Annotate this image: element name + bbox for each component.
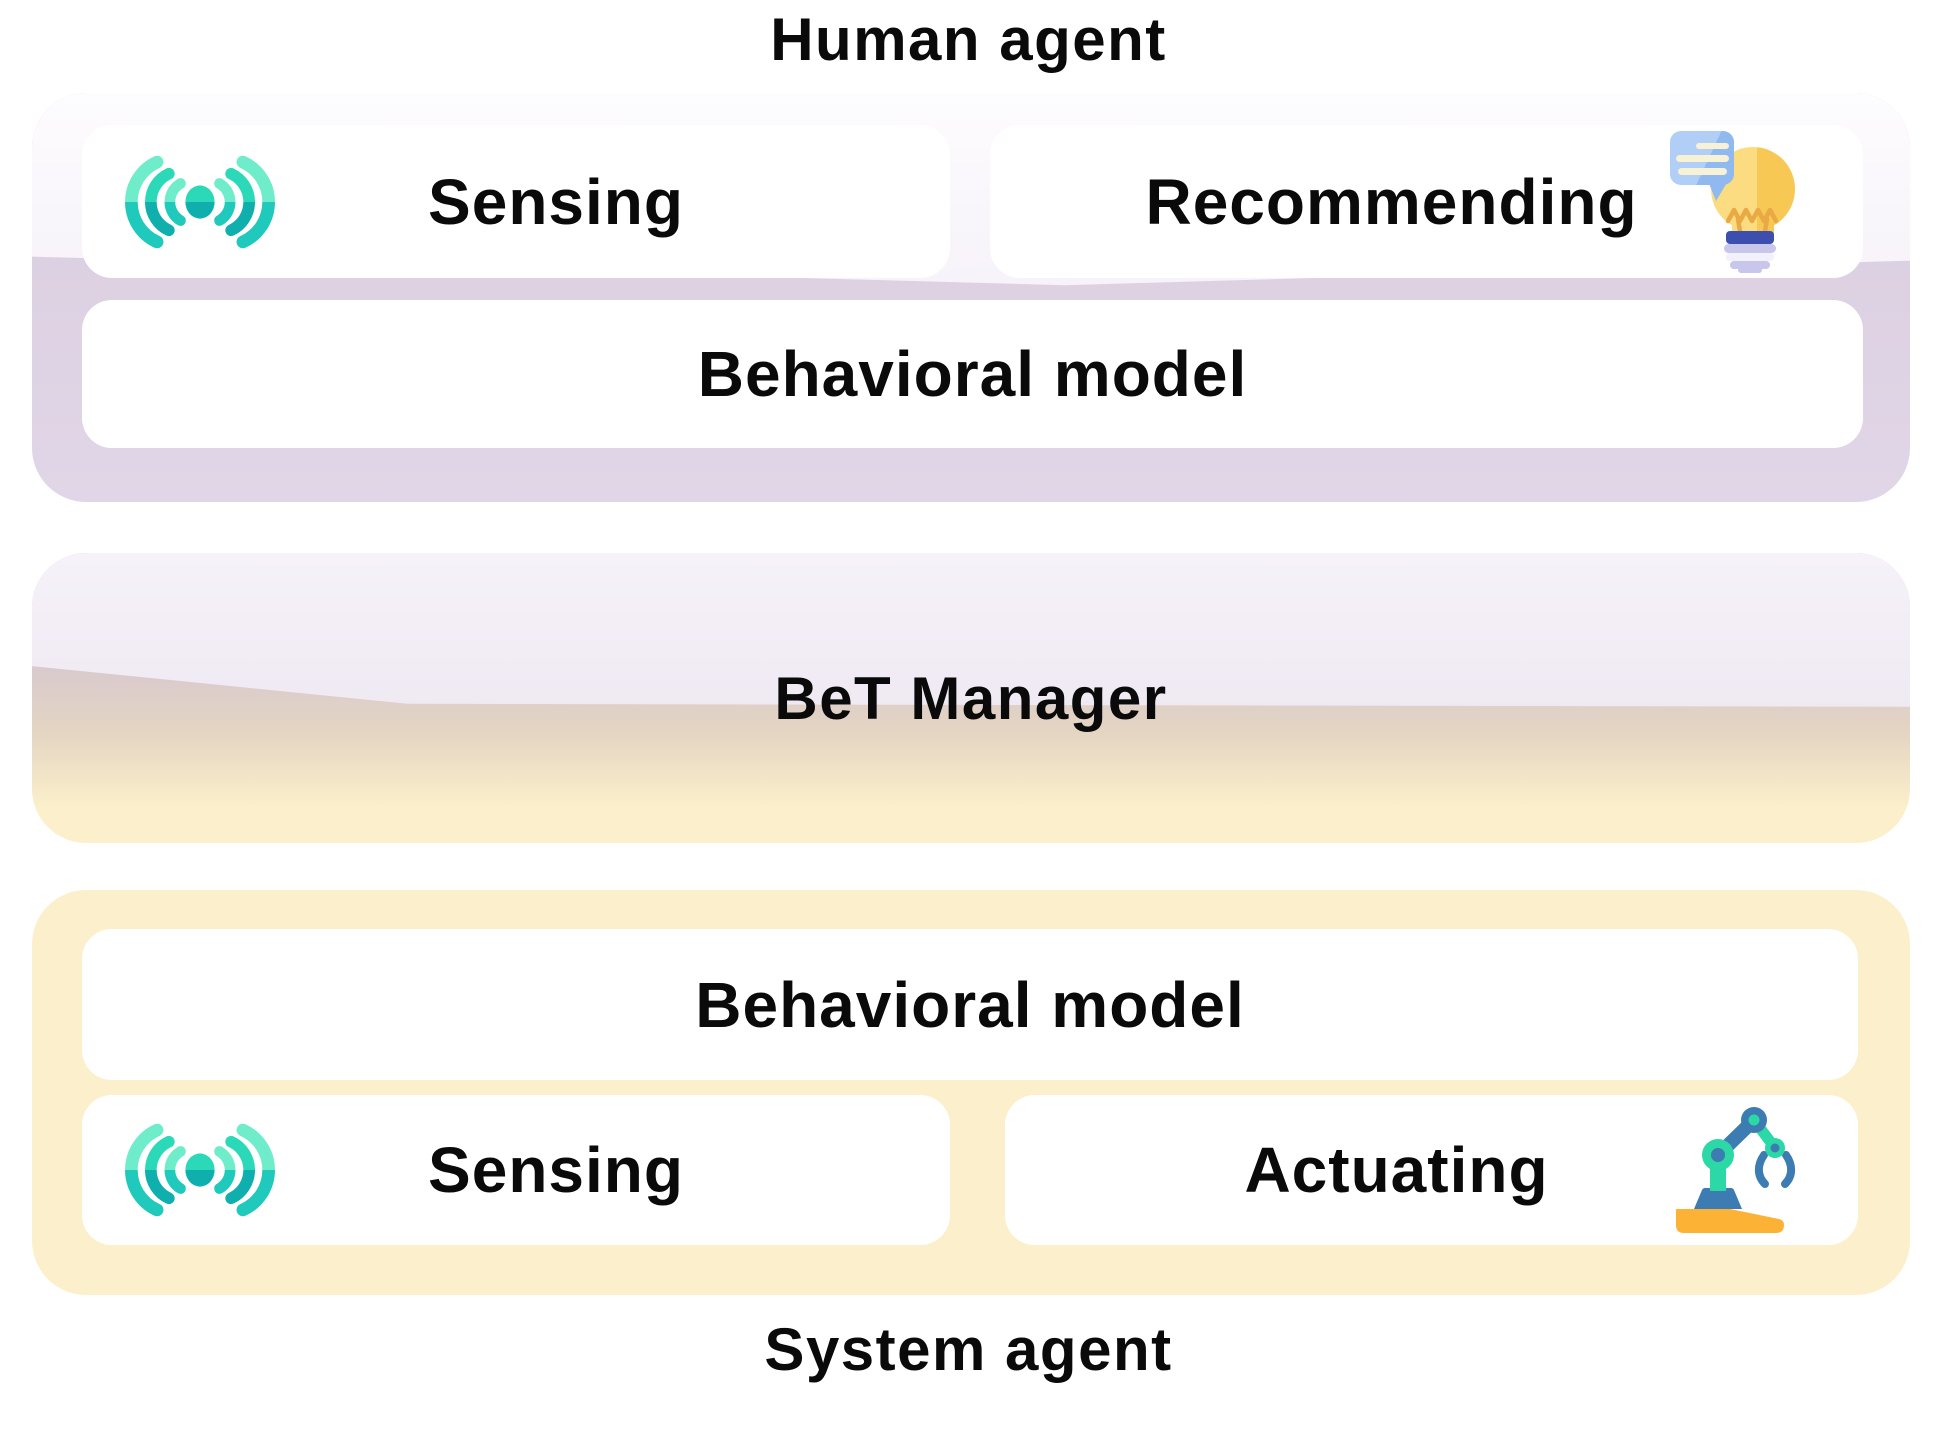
system-sensing-label: Sensing [428,1134,684,1206]
system-behavioral-model-label: Behavioral model [695,968,1245,1041]
system-behavioral-model-box: Behavioral model [82,929,1858,1080]
robot-arm-icon [1668,1105,1796,1235]
signal-waves-icon [124,1116,276,1224]
human-agent-title: Human agent [770,6,1167,73]
bet-manager-panel: BeT Manager [32,553,1910,843]
actuating-box: Actuating [1005,1095,1858,1245]
signal-waves-icon [124,148,276,256]
bet-manager-label: BeT Manager [774,664,1168,732]
system-agent-title: System agent [764,1316,1173,1383]
lightbulb-chat-icon [1664,130,1799,273]
recommending-label: Recommending [1145,165,1638,238]
behavioral-model-label: Behavioral model [697,338,1248,410]
system-panel-bottom-row: Sensing Actuating [82,1095,1858,1245]
sensing-box: Sensing [82,125,950,278]
human-agent-panel: Sensing Recommending [32,93,1910,502]
actuating-label: Actuating [1244,1134,1549,1206]
human-panel-top-row: Sensing Recommending [82,125,1863,278]
sensing-label: Sensing [428,165,684,238]
behavioral-model-box: Behavioral model [82,300,1863,448]
system-agent-panel: Behavioral model [32,890,1910,1295]
recommending-box: Recommending [990,125,1863,278]
system-sensing-box: Sensing [82,1095,950,1245]
